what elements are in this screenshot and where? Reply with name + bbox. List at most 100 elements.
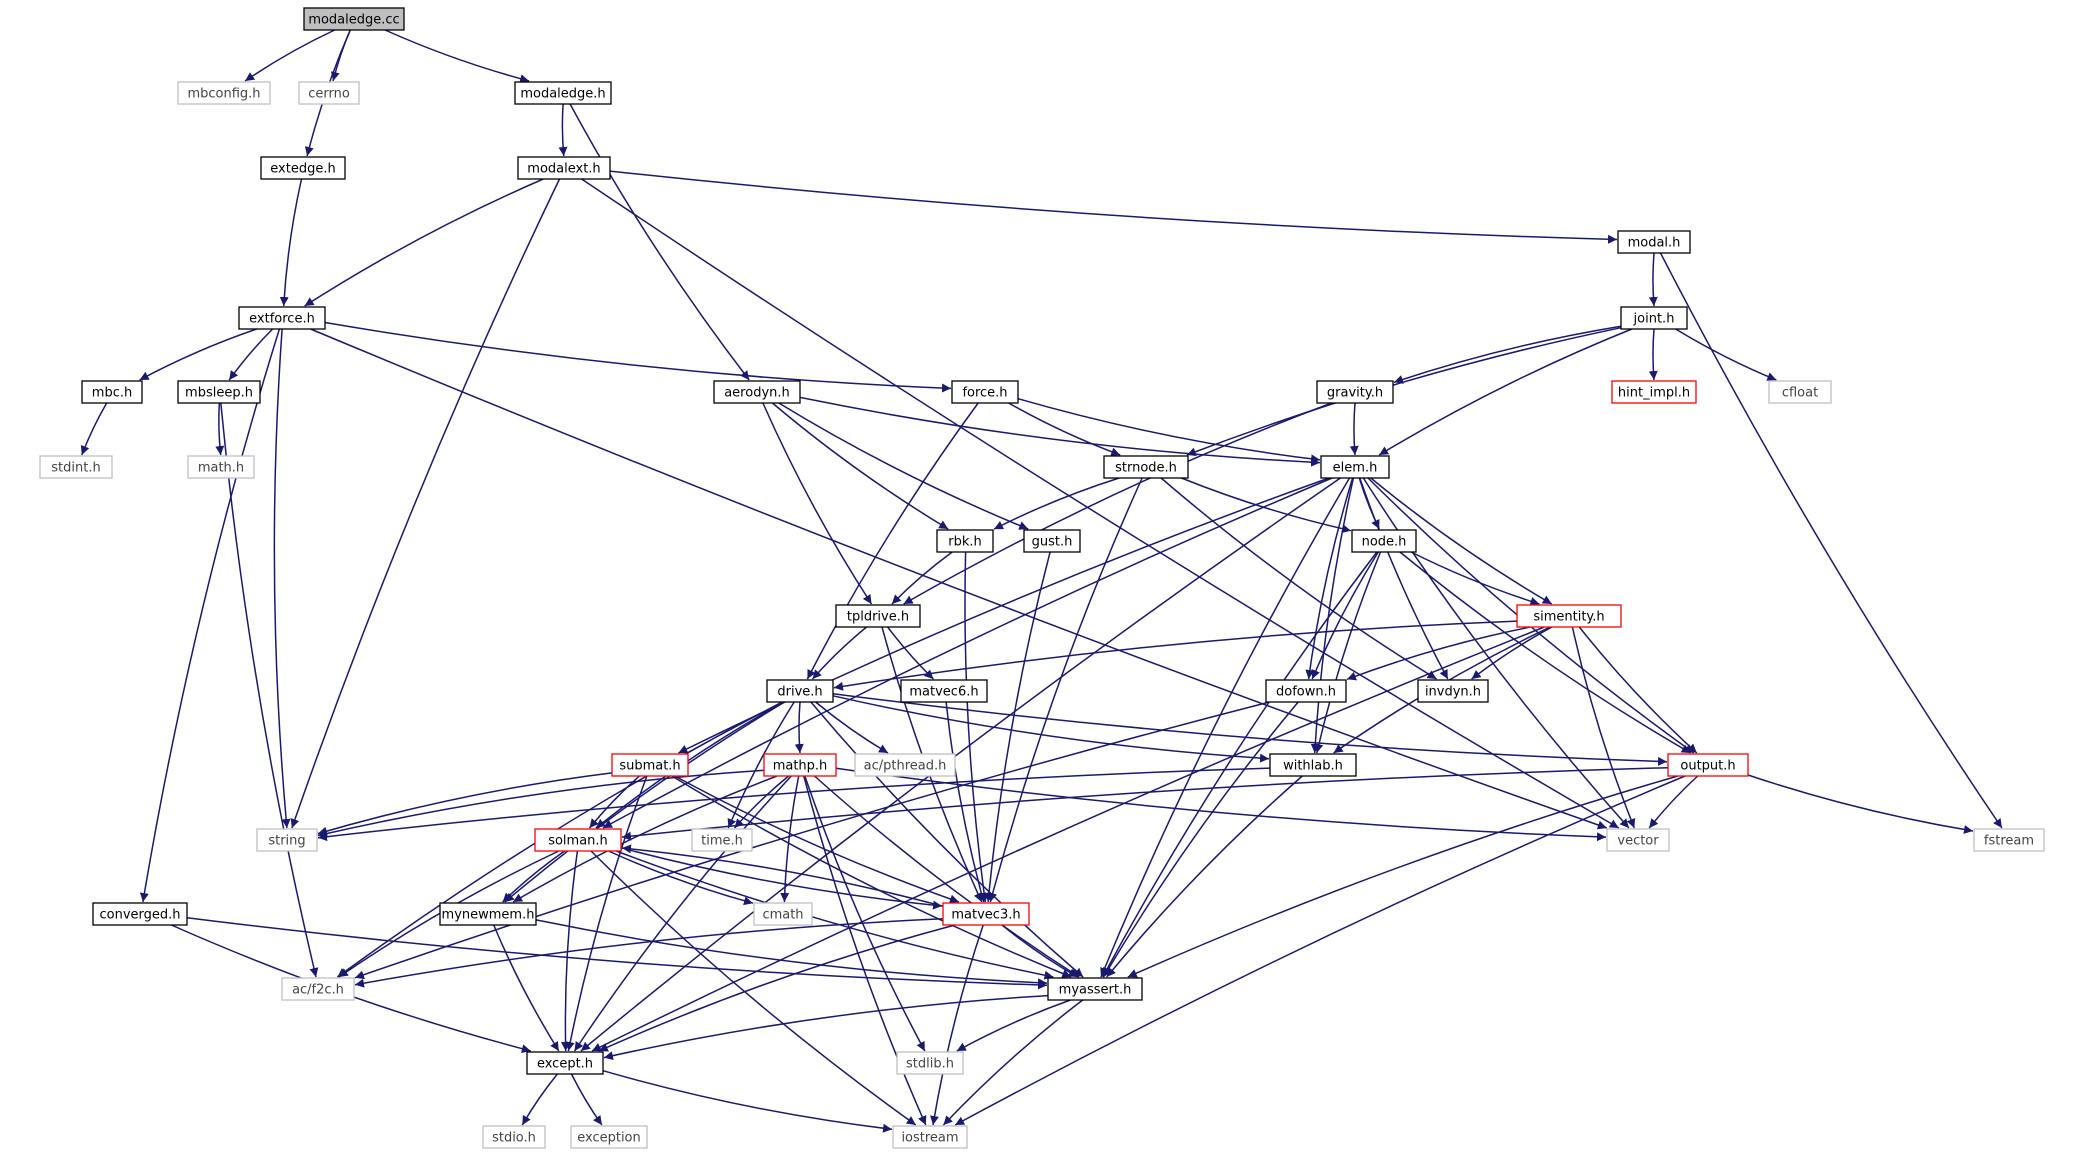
edge-joint_h-to-cfloat: [1675, 328, 1777, 381]
node-math_h: math.h: [187, 455, 255, 479]
edge-converged_h-to-myassert_h: [186, 916, 1048, 990]
node-box-output_h: [1667, 753, 1749, 777]
node-cerrno: cerrno: [298, 81, 360, 105]
node-except_h[interactable]: except.h: [526, 1051, 604, 1075]
node-strnode_h[interactable]: strnode.h: [1103, 455, 1189, 479]
node-submat_h[interactable]: submat.h: [611, 753, 689, 777]
node-box-drive_h: [766, 679, 834, 703]
edge-mathp_h-to-except_h: [573, 775, 792, 1052]
node-box-mathp_h: [763, 753, 837, 777]
node-gravity_h[interactable]: gravity.h: [1316, 380, 1394, 404]
node-box-mbsleep_h: [177, 380, 261, 404]
edge-except_h-to-iostream: [602, 1069, 893, 1133]
node-exception: exception: [570, 1125, 648, 1149]
node-box-modaledge_h: [514, 81, 612, 105]
edge-rbk_h-to-tpldrive_h: [891, 551, 953, 605]
edge-simentity_h-to-output_h: [1578, 626, 1698, 754]
node-force_h[interactable]: force.h: [951, 380, 1019, 404]
node-rbk_h[interactable]: rbk.h: [936, 529, 994, 553]
node-box-hint_impl_h: [1611, 380, 1697, 404]
node-node_h[interactable]: node.h: [1351, 529, 1417, 553]
edge-modaledge_h-to-aerodyn_h: [569, 103, 750, 381]
node-mathp_h[interactable]: mathp.h: [763, 753, 837, 777]
edge-aerodyn_h-to-elem_h: [799, 396, 1321, 467]
node-label-rbk_h: rbk.h: [948, 535, 982, 550]
edge-joint_h-to-strnode_h: [1186, 326, 1622, 456]
node-drive_h[interactable]: drive.h: [766, 679, 834, 703]
node-box-mbconfig_h: [177, 81, 271, 105]
edge-extforce_h-to-vector: [310, 328, 1608, 830]
node-box-ac_f2c_h: [281, 977, 355, 1001]
node-box-matvec3_h: [942, 902, 1030, 926]
edge-drive_h-to-withlab_h: [832, 695, 1270, 763]
node-simentity_h[interactable]: simentity.h: [1516, 604, 1622, 628]
node-solman_h[interactable]: solman.h: [534, 828, 622, 852]
node-label-drive_h: drive.h: [777, 685, 822, 700]
node-label-matvec3_h: matvec3.h: [951, 908, 1020, 923]
node-myassert_h[interactable]: myassert.h: [1047, 977, 1143, 1001]
node-label-elem_h: elem.h: [1333, 461, 1378, 476]
edge-matvec3_h-to-iostream: [930, 924, 984, 1126]
node-modaledge_cc[interactable]: modaledge.cc: [303, 7, 405, 31]
node-dofown_h[interactable]: dofown.h: [1265, 679, 1347, 703]
node-label-aerodyn_h: aerodyn.h: [724, 386, 790, 401]
node-box-simentity_h: [1516, 604, 1622, 628]
node-mbsleep_h[interactable]: mbsleep.h: [177, 380, 261, 404]
node-matvec3_h[interactable]: matvec3.h: [942, 902, 1030, 926]
node-converged_h[interactable]: converged.h: [92, 902, 188, 926]
node-mbconfig_h: mbconfig.h: [177, 81, 271, 105]
edge-matvec3_h-to-myassert_h: [1001, 924, 1078, 978]
edge-drive_h-to-output_h: [832, 692, 1668, 766]
edge-mbc_h-to-stdint_h: [80, 402, 108, 456]
edge-node_h-to-dofown_h: [1311, 551, 1379, 680]
node-box-submat_h: [611, 753, 689, 777]
node-joint_h[interactable]: joint.h: [1620, 306, 1688, 330]
node-tpldrive_h[interactable]: tpldrive.h: [835, 604, 921, 628]
edge-solman_h-to-mynewmem_h: [502, 850, 566, 903]
node-withlab_h[interactable]: withlab.h: [1269, 753, 1357, 777]
node-label-simentity_h: simentity.h: [1533, 610, 1604, 625]
node-label-except_h: except.h: [537, 1057, 593, 1072]
node-modaledge_h[interactable]: modaledge.h: [514, 81, 612, 105]
node-mbc_h[interactable]: mbc.h: [81, 380, 143, 404]
node-label-stdint_h: stdint.h: [51, 461, 100, 476]
edge-node_h-to-simentity_h: [1410, 551, 1540, 606]
node-label-ac_f2c_h: ac/f2c.h: [292, 983, 344, 998]
node-aerodyn_h[interactable]: aerodyn.h: [713, 380, 801, 404]
edge-modal_h-to-fstream: [1659, 252, 2003, 829]
node-cmath: cmath: [753, 902, 813, 926]
node-label-submat_h: submat.h: [619, 759, 680, 774]
node-extedge_h[interactable]: extedge.h: [260, 156, 346, 180]
edge-mathp_h-to-mynewmem_h: [512, 775, 778, 903]
node-box-modaledge_cc: [303, 7, 405, 31]
edge-elem_h-to-myassert_h: [1100, 477, 1351, 978]
node-elem_h[interactable]: elem.h: [1320, 455, 1390, 479]
edge-node_h-to-output_h: [1399, 551, 1691, 754]
node-gust_h[interactable]: gust.h: [1023, 529, 1081, 553]
node-mynewmem_h[interactable]: mynewmem.h: [439, 902, 537, 926]
node-box-stdio_h: [482, 1125, 546, 1149]
node-box-strnode_h: [1103, 455, 1189, 479]
edge-extforce_h-to-converged_h: [139, 328, 281, 903]
node-modal_h[interactable]: modal.h: [1617, 230, 1691, 254]
node-label-gravity_h: gravity.h: [1327, 386, 1383, 401]
node-hint_impl_h[interactable]: hint_impl.h: [1611, 380, 1697, 404]
node-modalext_h[interactable]: modalext.h: [517, 156, 611, 180]
node-label-modaledge_h: modaledge.h: [520, 87, 605, 102]
edge-drive_h-to-mathp_h: [794, 701, 804, 754]
edge-myassert_h-to-stdlib_h: [956, 999, 1071, 1052]
node-box-gravity_h: [1316, 380, 1394, 404]
node-label-myassert_h: myassert.h: [1059, 983, 1132, 998]
node-box-extedge_h: [260, 156, 346, 180]
node-output_h[interactable]: output.h: [1667, 753, 1749, 777]
edge-strnode_h-to-matvec3_h: [988, 477, 1143, 903]
node-box-fstream: [1973, 828, 2045, 852]
node-invdyn_h[interactable]: invdyn.h: [1417, 679, 1489, 703]
edge-gravity_h-to-tpldrive_h: [903, 402, 1332, 605]
edge-gust_h-to-matvec3_h: [984, 551, 1051, 903]
edge-submat_h-to-myassert_h: [671, 775, 1072, 978]
node-label-dofown_h: dofown.h: [1276, 685, 1336, 700]
node-extforce_h[interactable]: extforce.h: [238, 306, 326, 330]
node-matvec6_h[interactable]: matvec6.h: [900, 679, 988, 703]
